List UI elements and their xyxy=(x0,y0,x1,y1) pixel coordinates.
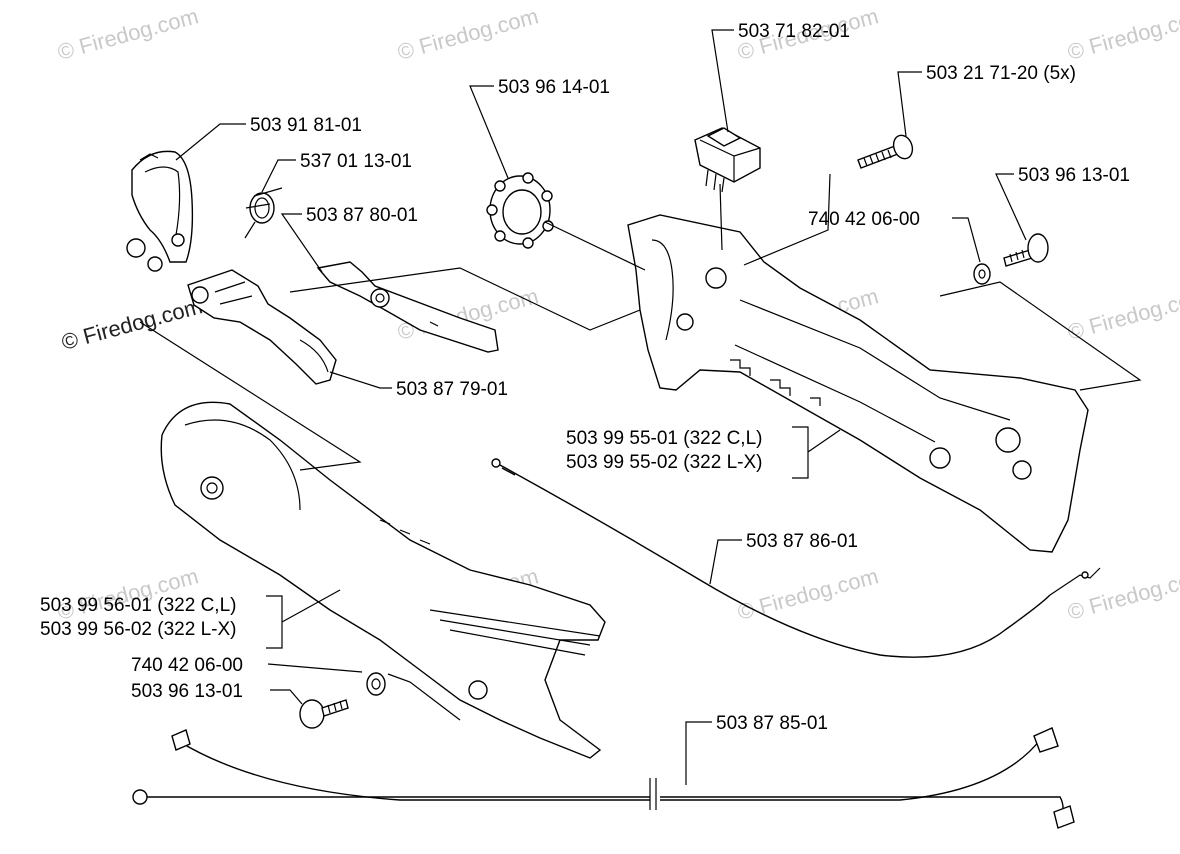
clamp-drawing xyxy=(126,150,194,272)
part-label-wire-harness: 503 87 85-01 xyxy=(716,713,828,734)
throttle-cable-drawing xyxy=(491,458,1101,658)
part-label-grommet: 503 96 14-01 xyxy=(498,77,610,98)
part-label-handle-left-2: 503 99 56-02 (322 L-X) xyxy=(40,619,236,640)
stop-switch-drawing xyxy=(694,127,761,193)
watermark: © Firedog.com xyxy=(395,3,541,65)
watermark: © Firedog.com xyxy=(55,3,201,65)
screw-right-drawing xyxy=(1003,233,1049,267)
part-label-washer-left: 740 42 06-00 xyxy=(131,655,243,676)
watermark-prominent: © Firedog.com xyxy=(59,293,205,355)
watermark: © Firedog.com xyxy=(1065,563,1180,625)
part-label-handle-right-2: 503 99 55-02 (322 L-X) xyxy=(566,452,762,473)
handle-left-drawing xyxy=(160,401,606,759)
leader-lines xyxy=(139,29,1142,785)
part-label-handle-left-1: 503 99 56-01 (322 C,L) xyxy=(40,595,236,616)
part-label-spring: 537 01 13-01 xyxy=(300,151,412,172)
washer-right-drawing xyxy=(973,263,991,285)
throttle-lockout-drawing xyxy=(187,269,337,385)
part-label-clamp: 503 91 81-01 xyxy=(250,115,362,136)
part-label-throttle-lockout: 503 87 79-01 xyxy=(396,379,508,400)
part-label-throttle-trigger: 503 87 80-01 xyxy=(306,205,418,226)
watermark: © Firedog.com xyxy=(1065,283,1180,345)
part-label-screw-right: 503 96 13-01 xyxy=(1018,165,1130,186)
part-label-screw-5x: 503 21 71-20 (5x) xyxy=(926,63,1076,84)
watermark: © Firedog.com xyxy=(1065,3,1180,65)
part-label-screw-left: 503 96 13-01 xyxy=(131,681,243,702)
screw-5x-drawing xyxy=(857,134,914,169)
wire-harness-drawing xyxy=(132,727,1075,829)
part-label-handle-right-1: 503 99 55-01 (322 C,L) xyxy=(566,428,762,449)
grommet-drawing xyxy=(486,172,554,249)
part-label-throttle-cable: 503 87 86-01 xyxy=(746,531,858,552)
screw-left-drawing xyxy=(299,699,349,729)
spring-drawing xyxy=(244,187,283,239)
watermark: © Firedog.com xyxy=(735,563,881,625)
washer-left-drawing xyxy=(366,672,386,696)
part-label-stop-switch: 503 71 82-01 xyxy=(738,21,850,42)
part-label-washer-right: 740 42 06-00 xyxy=(808,209,920,230)
part-labels: 503 91 81-01 537 01 13-01 503 87 80-01 5… xyxy=(40,21,1130,734)
handle-right-drawing xyxy=(627,214,1089,553)
throttle-trigger-drawing xyxy=(316,261,499,353)
